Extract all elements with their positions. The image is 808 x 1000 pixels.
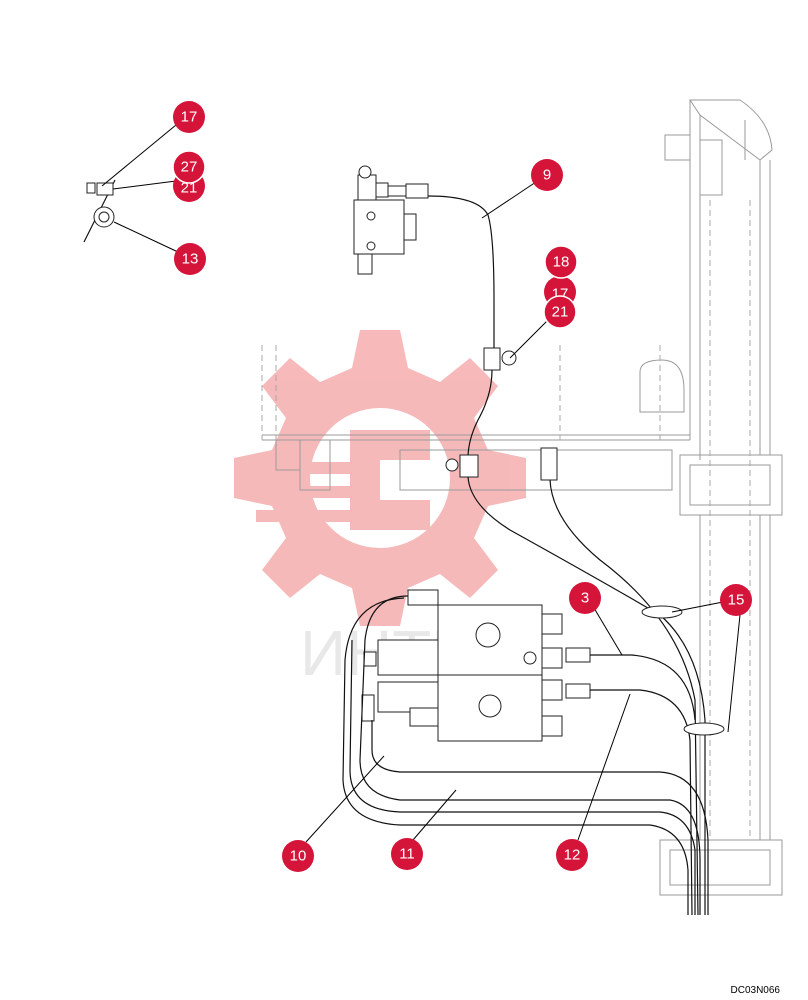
callout-12: 12 <box>556 839 588 871</box>
callout-17-top: 17 <box>173 101 205 133</box>
tee-fitting-upper <box>483 347 517 371</box>
callout-label: 18 <box>553 254 570 271</box>
callout-label: 10 <box>290 848 307 865</box>
callout-9: 9 <box>531 159 563 191</box>
leader-lines <box>101 124 741 843</box>
hose-12 <box>590 689 693 916</box>
hose-9-lower <box>467 369 493 459</box>
callout-label: 21 <box>552 304 569 321</box>
hose-bundle-b <box>549 479 699 916</box>
callout-label: 17 <box>181 109 198 126</box>
clamp-detail <box>83 179 116 243</box>
callout-3: 3 <box>569 582 601 614</box>
hose-9 <box>427 195 495 350</box>
hose-3 <box>590 654 696 721</box>
hose-11 <box>349 639 696 915</box>
watermark-stripes <box>240 462 360 522</box>
hose-11-outer <box>342 597 689 915</box>
bulkhead-fitting <box>540 447 558 481</box>
callout-label: 11 <box>399 846 415 863</box>
tee-fitting-lower <box>445 454 479 478</box>
hose-clamp-upper <box>641 605 683 619</box>
callout-21-mid: 21 <box>543 295 577 329</box>
hose-bundle-a <box>467 476 706 915</box>
upper-valve <box>353 165 429 275</box>
lower-valve-block <box>361 589 591 742</box>
watermark-gear-logo: ИНТЕХ <box>234 330 526 689</box>
hose-clamp-lower <box>683 722 725 736</box>
callout-label: 15 <box>728 592 745 609</box>
callout-label: 9 <box>543 167 551 184</box>
callout-label: 21 <box>181 180 198 197</box>
machine-frame-outline <box>261 99 783 896</box>
callout-label: 27 <box>181 159 198 176</box>
callout-15: 15 <box>720 584 752 616</box>
callout-13: 13 <box>174 243 206 275</box>
callout-18: 18 <box>544 245 578 279</box>
callout-label: 13 <box>182 251 199 268</box>
hose-10 <box>359 595 701 915</box>
watermark-gear-inner <box>350 430 430 530</box>
hose-10-inner <box>371 720 709 915</box>
callout-10: 10 <box>282 840 314 872</box>
drawing-code: DC03N066 <box>730 985 780 996</box>
callout-27: 27 <box>172 150 206 184</box>
callout-11: 11 <box>391 838 423 870</box>
callout-label: 3 <box>581 590 589 607</box>
callout-label: 12 <box>564 847 581 864</box>
